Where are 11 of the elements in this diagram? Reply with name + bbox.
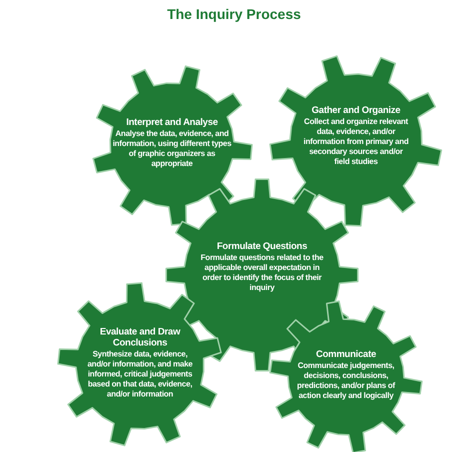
gear-description: Communicate judgements, decisions, conclusions, predictions, and/or plans of action clearly and logically bbox=[296, 361, 396, 401]
diagram-title: The Inquiry Process bbox=[167, 6, 301, 22]
gear-heading: Gather and Organize bbox=[312, 105, 400, 116]
gear-heading: Evaluate and Draw Conclusions bbox=[98, 326, 182, 348]
gear-heading: Interpret and Analyse bbox=[126, 117, 218, 128]
gear-description: Analyse the data, evidence, and information, using different types of graphic organizers as appropriate bbox=[112, 129, 232, 169]
gear-heading: Formulate Questions bbox=[216, 241, 308, 252]
gear-heading: Communicate bbox=[316, 349, 376, 360]
gear-description: Synthesize data, evidence, and/or information, and make informed, critical judgements based on that data, evidence, and/or information bbox=[86, 350, 194, 400]
gear-description: Collect and organize relevant data, evidence, and/or information from primary and secondary sources and/or field studies bbox=[302, 117, 410, 167]
gear-description: Formulate questions related to the applicable overall expectation in order to identify the focus of their inquiry bbox=[200, 253, 324, 293]
